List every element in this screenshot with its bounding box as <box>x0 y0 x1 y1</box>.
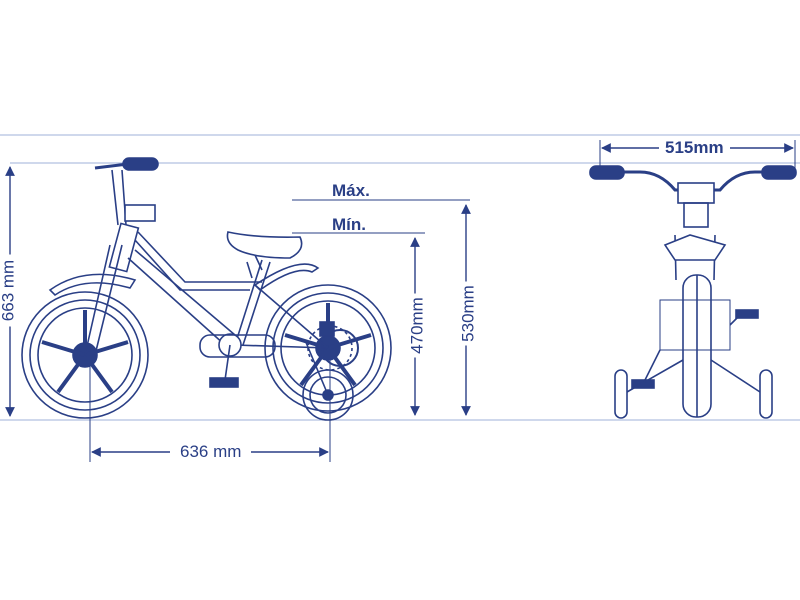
front-view-bicycle <box>589 165 797 419</box>
rear-wheel <box>264 284 392 412</box>
front-wheel <box>21 291 149 419</box>
top-tube <box>134 231 262 291</box>
seat-post <box>246 254 263 279</box>
seat-height-min-label: 470mm <box>408 293 427 358</box>
front-stem <box>677 182 715 204</box>
frame-guide-lines <box>0 134 800 421</box>
pedal <box>209 377 239 388</box>
handlebar-width-label: 515mm <box>659 139 730 156</box>
height-overall-label: 663 mm <box>0 254 18 327</box>
stem <box>111 169 127 226</box>
left-pedal <box>631 379 655 389</box>
seat-max-label: Máx. <box>332 181 370 200</box>
side-view-bicycle <box>21 157 392 421</box>
right-pedal <box>735 309 759 319</box>
seat-tube <box>234 259 271 346</box>
saddle <box>226 231 303 259</box>
head-tube <box>108 222 140 273</box>
left-training-wheel <box>614 369 628 419</box>
stem-clamp <box>124 204 156 222</box>
down-tube <box>127 249 236 346</box>
handlebar-grip <box>122 157 159 171</box>
front-fork <box>84 244 123 356</box>
right-grip <box>761 165 797 180</box>
chain-stay <box>234 284 329 349</box>
rear-fender <box>253 263 320 292</box>
brake-caliper <box>319 321 335 337</box>
wheelbase-label: 636 mm <box>170 443 252 460</box>
right-training-wheel <box>759 369 773 419</box>
seat-height-max-label: 530mm <box>459 281 478 346</box>
front-fender <box>48 273 137 297</box>
chain-guard <box>199 334 276 358</box>
left-grip <box>589 165 625 180</box>
seat-min-label: Mín. <box>332 215 366 234</box>
